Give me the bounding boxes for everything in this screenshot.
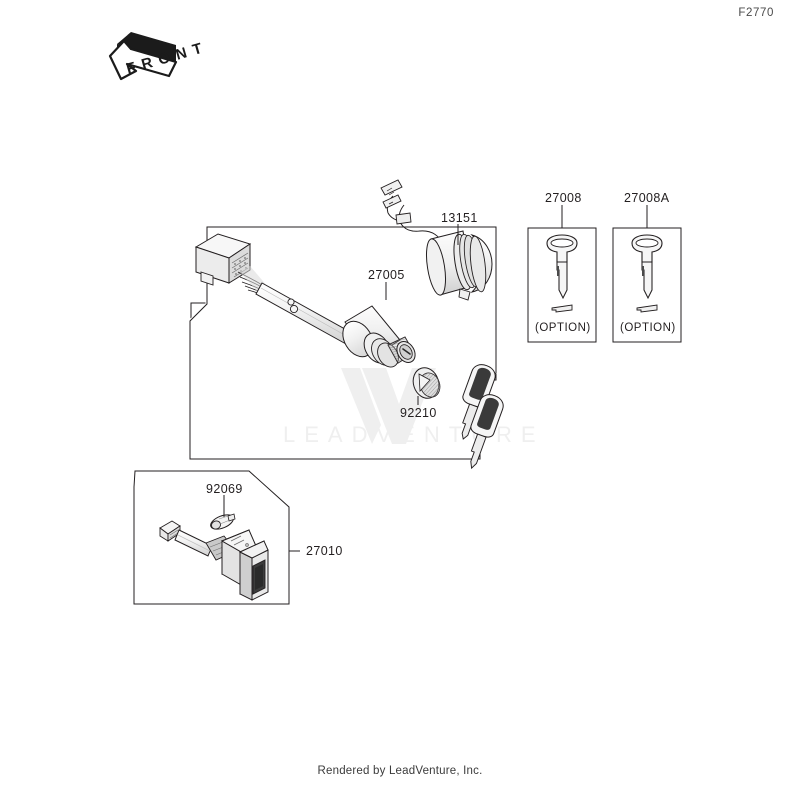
key-pair [461, 364, 504, 470]
watermark-text: LEADVENTURE [283, 422, 545, 447]
callout-27010: 27010 [306, 544, 343, 558]
key-box-option-27008: (OPTION) [535, 322, 591, 334]
callout-27005: 27005 [368, 268, 405, 282]
key-tag-a-icon [636, 304, 658, 313]
key-tag-icon [551, 304, 573, 313]
main-panel-outline [189, 225, 498, 461]
ignition-switch-assembly [194, 233, 504, 470]
key-option-box-27008A [612, 205, 682, 343]
callout-92069: 92069 [206, 482, 243, 496]
key-blank-icon [546, 234, 578, 300]
harness-connector [194, 233, 252, 286]
sheet-code: F2770 [738, 7, 774, 19]
key-blank-a-icon [631, 234, 663, 300]
key-box-label-27008: 27008 [545, 191, 582, 205]
relay-body [425, 230, 493, 301]
key-box-option-27008A: (OPTION) [620, 322, 676, 334]
leader-lines [223, 224, 459, 552]
footer-credit: Rendered by LeadVenture, Inc. [317, 765, 483, 777]
ignition-switch-body [342, 305, 416, 368]
key-box-label-27008A: 27008A [624, 191, 670, 205]
switch-connector [159, 520, 181, 542]
front-arrow-icon: F R O N T [108, 32, 205, 81]
push-button-switch [159, 513, 269, 601]
switch-button-bezel [238, 540, 269, 601]
bulb-icon [210, 513, 236, 530]
switch-cable [255, 282, 353, 345]
solenoid-relay [380, 179, 493, 301]
lock-nut [412, 367, 441, 399]
callout-92210: 92210 [400, 406, 437, 420]
callout-13151: 13151 [441, 211, 478, 225]
key-option-box-27008 [527, 205, 597, 343]
terminal-bullets [380, 179, 403, 209]
switch-assembly-panel [133, 469, 290, 607]
